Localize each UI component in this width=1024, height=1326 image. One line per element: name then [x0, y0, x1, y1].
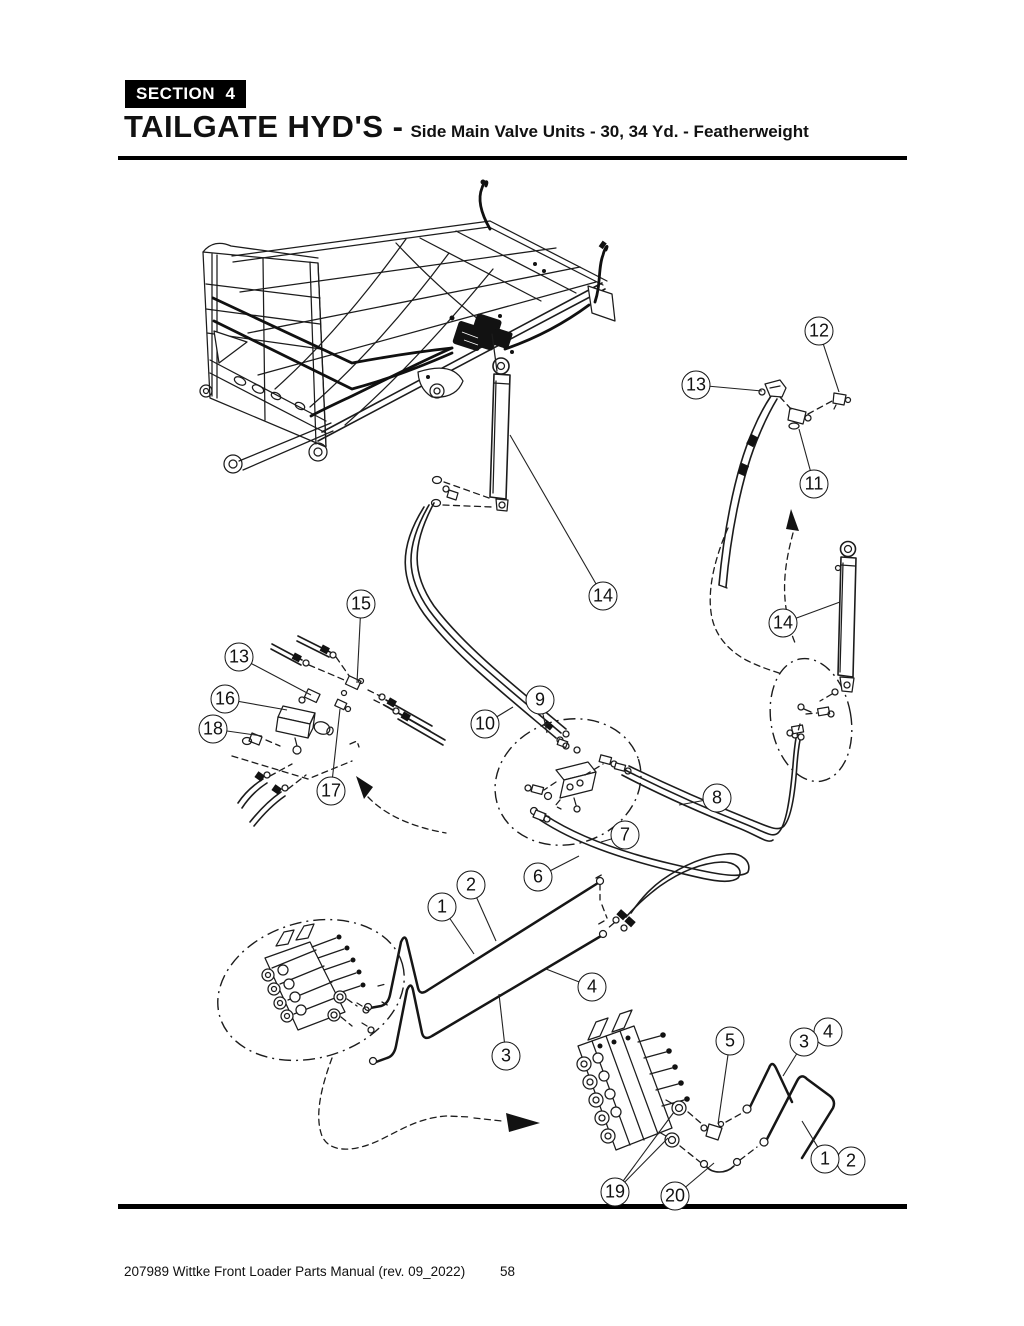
callout-2-right: 2 — [836, 1146, 866, 1176]
section-label: SECTION 4 — [136, 84, 236, 103]
callout-10: 10 — [470, 709, 500, 739]
title-subtitle: Side Main Valve Units - 30, 34 Yd. - Fea… — [410, 122, 809, 141]
routing-arrow-bottom — [318, 1057, 540, 1150]
callout-13-left: 13 — [224, 642, 254, 672]
callout-2-left: 2 — [456, 870, 486, 900]
callout-4-left: 4 — [577, 972, 607, 1002]
left-valve-assembly — [231, 635, 447, 834]
callout-20: 20 — [660, 1181, 690, 1211]
truck-body-drawing — [199, 179, 616, 474]
section-badge: SECTION 4 — [125, 80, 247, 108]
page-title: TAILGATE HYD'S - Side Main Valve Units -… — [124, 109, 809, 145]
center-valve-assembly — [494, 718, 642, 846]
callout-14-right: 14 — [768, 608, 798, 638]
callout-3-left: 3 — [491, 1041, 521, 1071]
callout-1-left: 1 — [427, 892, 457, 922]
callout-leader-lines — [212, 330, 841, 1197]
callout-16: 16 — [210, 684, 240, 714]
hose-bundle-9-10 — [404, 502, 570, 744]
title-main: TAILGATE HYD'S - — [124, 109, 404, 144]
right-fitting-ellipse — [769, 657, 853, 783]
callout-8: 8 — [702, 783, 732, 813]
upper-right-hose-group — [709, 379, 852, 674]
hose-6-7 — [539, 814, 750, 932]
callout-1-right: 1 — [810, 1144, 840, 1174]
tailgate-cylinder-right — [819, 540, 857, 702]
callout-12: 12 — [804, 316, 834, 346]
callout-11: 11 — [799, 469, 829, 499]
callout-14-left: 14 — [588, 581, 618, 611]
callout-5: 5 — [715, 1026, 745, 1056]
tubes-1-2-3-4 — [363, 876, 608, 1066]
lower-valve-bank — [576, 1009, 690, 1151]
footer-rule — [118, 1204, 907, 1209]
callout-7: 7 — [610, 820, 640, 850]
left-valve-bank-ellipse — [217, 918, 405, 1062]
callout-17: 17 — [316, 776, 346, 806]
footer-text: 207989 Wittke Front Loader Parts Manual … — [124, 1264, 466, 1279]
header-rule — [118, 156, 907, 160]
callout-19: 19 — [600, 1177, 630, 1207]
tailgate-cylinder-left — [430, 333, 511, 512]
callout-3-right: 3 — [789, 1027, 819, 1057]
bottom-right-parts — [658, 1062, 836, 1173]
callout-13-right: 13 — [681, 370, 711, 400]
page-number: 58 — [500, 1264, 516, 1279]
callout-15: 15 — [346, 589, 376, 619]
callout-6: 6 — [523, 862, 553, 892]
callout-18: 18 — [198, 714, 228, 744]
callout-4-right: 4 — [813, 1017, 843, 1047]
callout-9: 9 — [525, 685, 555, 715]
